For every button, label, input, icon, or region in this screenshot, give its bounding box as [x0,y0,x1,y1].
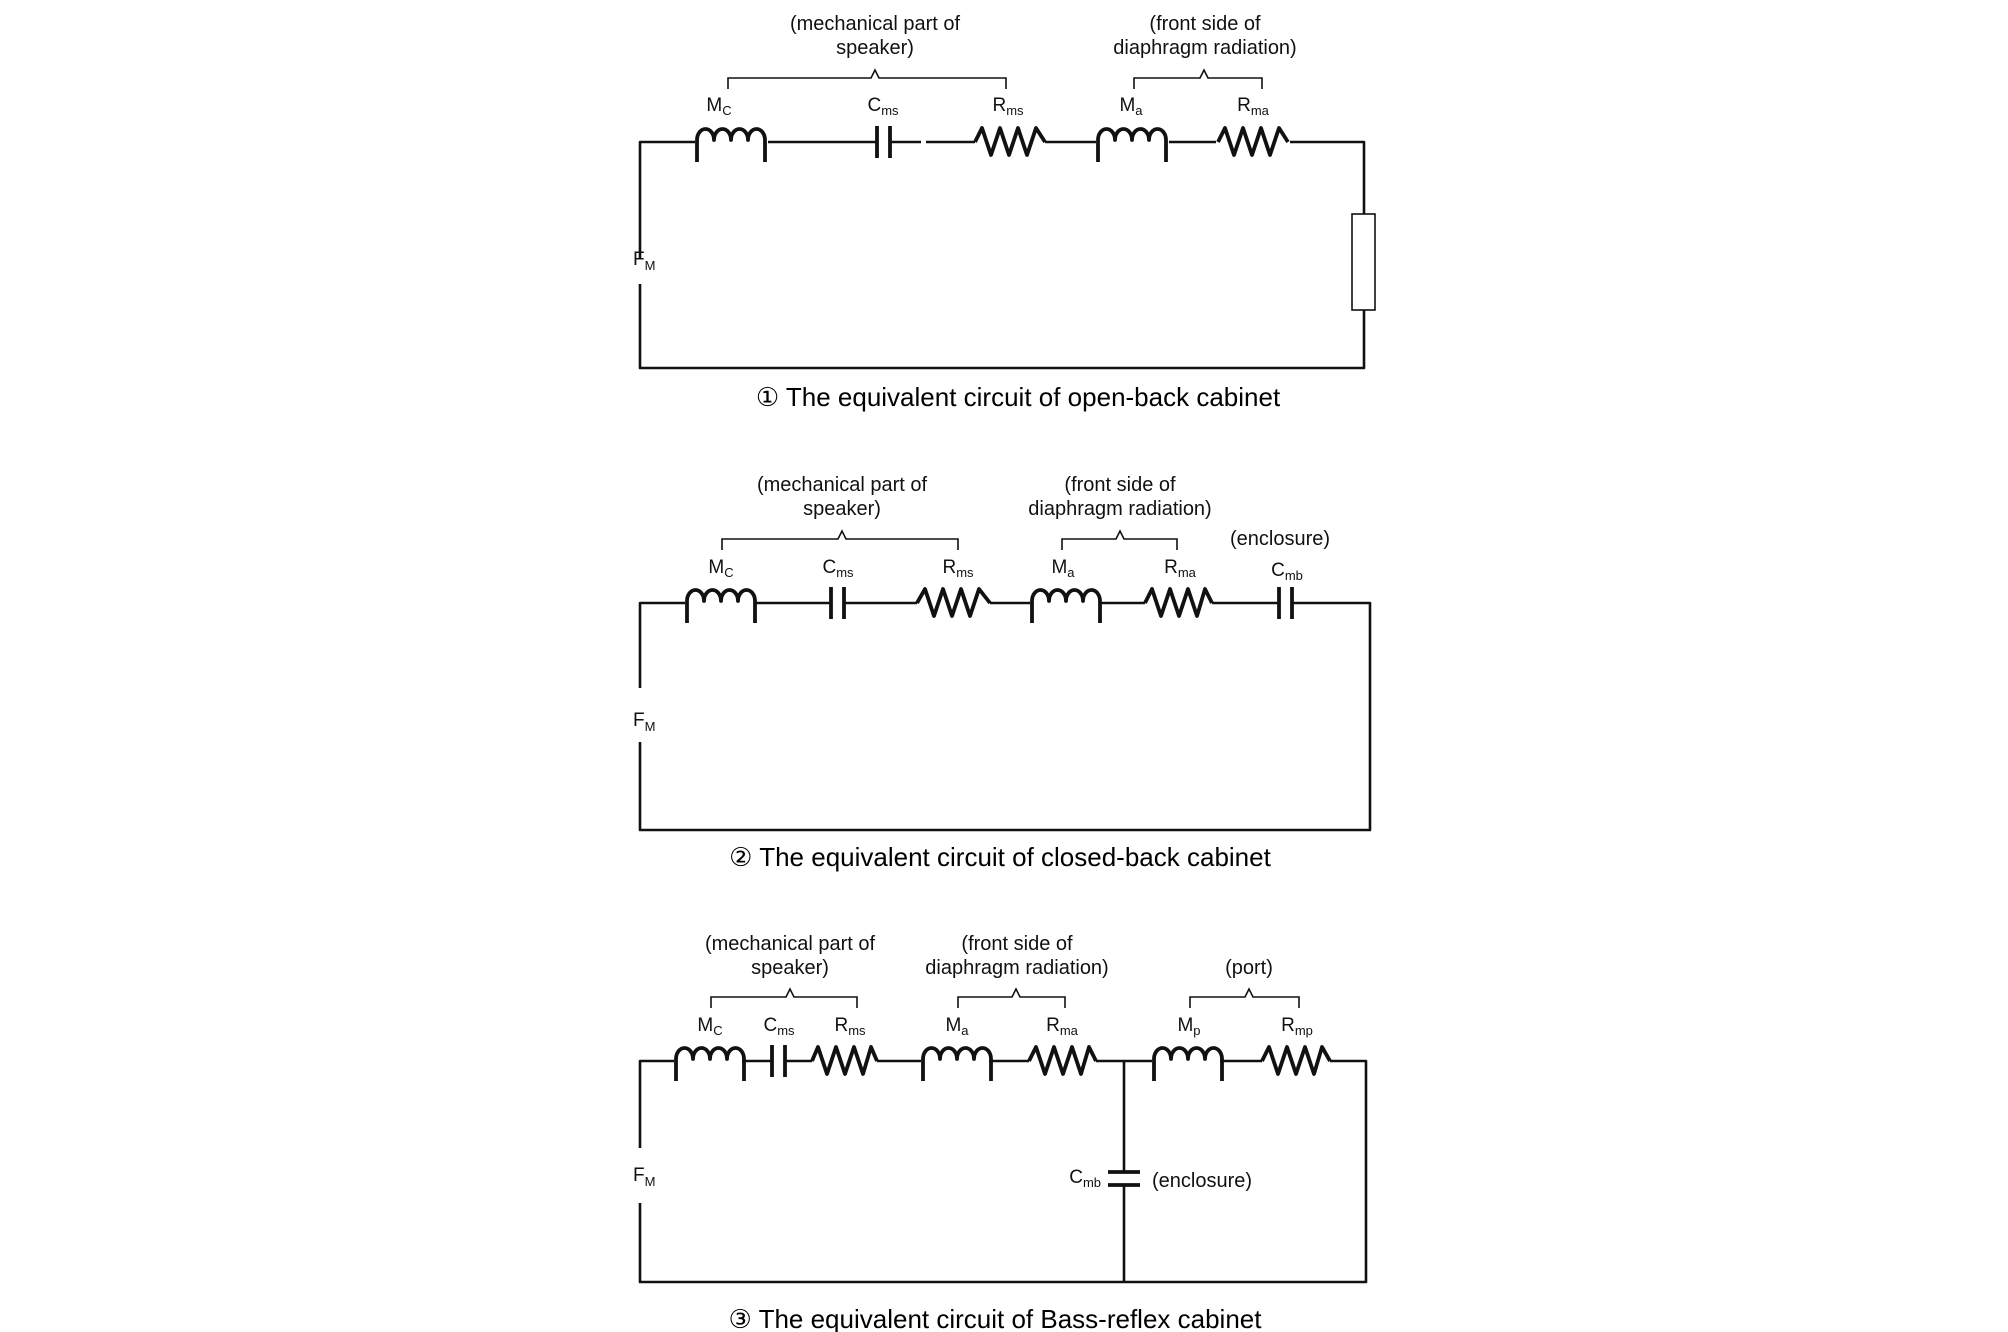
source-label: FM [633,1165,655,1189]
component-label: Rma [1046,1015,1079,1038]
inductor-ma-symbol [1030,588,1102,623]
inductor-mp-symbol [1152,1046,1224,1081]
circuit-closed-back: FM MC Cms Rms Ma Rma Cmb (mechanical par… [633,474,1372,872]
circuit-bass-reflex: FM MC Cms Rms Ma Rma Mp Rmp Cmb (mechani… [633,933,1368,1332]
resistor-rma-symbol [1027,1045,1098,1076]
component-label: Ma [945,1015,969,1038]
component-label: Cms [867,95,899,118]
resistor-rms-symbol [973,126,1047,157]
group-brace [957,987,1066,1008]
inductor-ma-symbol [921,1046,993,1081]
component-label: Rma [1237,95,1270,118]
group-label: speaker) [836,37,914,59]
resistor-rms-symbol [915,587,992,618]
component-label: Cmb [1069,1167,1101,1190]
component-label: Cmb [1271,560,1303,583]
group-brace [727,68,1007,89]
inductor-ma-symbol [1096,127,1168,162]
capacitor-cmb-symbol [1108,1170,1140,1187]
resistor-rma-symbol [1216,126,1290,157]
group-brace [721,529,959,550]
inductor-mc-symbol [674,1046,746,1081]
inductor-mc-symbol [695,127,767,162]
component-label: MC [706,95,731,118]
component-label: Rmp [1281,1015,1313,1038]
resistor-rms-symbol [810,1045,879,1076]
component-label: Rms [834,1015,866,1038]
group-label: (front side of [961,933,1073,955]
group-label: (front side of [1064,474,1176,496]
circuit-caption: ③ The equivalent circuit of Bass-reflex … [729,1304,1263,1332]
group-label: (front side of [1149,13,1261,35]
group-label: (mechanical part of [705,933,876,955]
circuit-caption: ② The equivalent circuit of closed-back … [729,842,1271,872]
capacitor-cms-symbol [770,1045,787,1077]
component-label: Ma [1051,557,1075,580]
source-label: FM [633,710,655,734]
inductor-mc-symbol [685,588,757,623]
component-label: Rma [1164,557,1197,580]
source-label: FM [633,249,655,273]
component-label: Cms [822,557,854,580]
group-label: (enclosure) [1230,528,1330,550]
wire [638,1059,1368,1284]
component-label: MC [697,1015,722,1038]
component-label: Rms [942,557,974,580]
circuit-open-back: FM MC Cms Rms Ma Rma (mechanical part of… [633,13,1376,412]
group-label: diaphragm radiation) [925,957,1108,979]
capacitor-cms-symbol [796,587,875,619]
group-label: speaker) [803,498,881,520]
component-label: Cms [763,1015,795,1038]
group-label: diaphragm radiation) [1028,498,1211,520]
circuit-caption: ① The equivalent circuit of open-back ca… [756,382,1281,412]
resistor-rma-symbol [1143,587,1214,618]
wire [638,601,1372,832]
group-label: speaker) [751,957,829,979]
component-label: Rms [992,95,1024,118]
group-label: (enclosure) [1152,1170,1252,1192]
group-brace [710,987,858,1008]
capacitor-cms-symbol [843,126,921,158]
group-label: (mechanical part of [757,474,928,496]
component-label: Ma [1119,95,1143,118]
group-brace [1133,68,1263,89]
group-label: (port) [1225,957,1273,979]
radiation-load-symbol [1351,213,1376,311]
component-label: MC [708,557,733,580]
group-label: (mechanical part of [790,13,961,35]
wire [638,140,1366,370]
resistor-rmp-symbol [1260,1045,1332,1076]
group-brace [1189,987,1300,1008]
component-label: Mp [1177,1015,1200,1038]
group-label: diaphragm radiation) [1113,37,1296,59]
group-brace [1061,529,1178,550]
capacitor-cmb-symbol [1247,587,1322,619]
